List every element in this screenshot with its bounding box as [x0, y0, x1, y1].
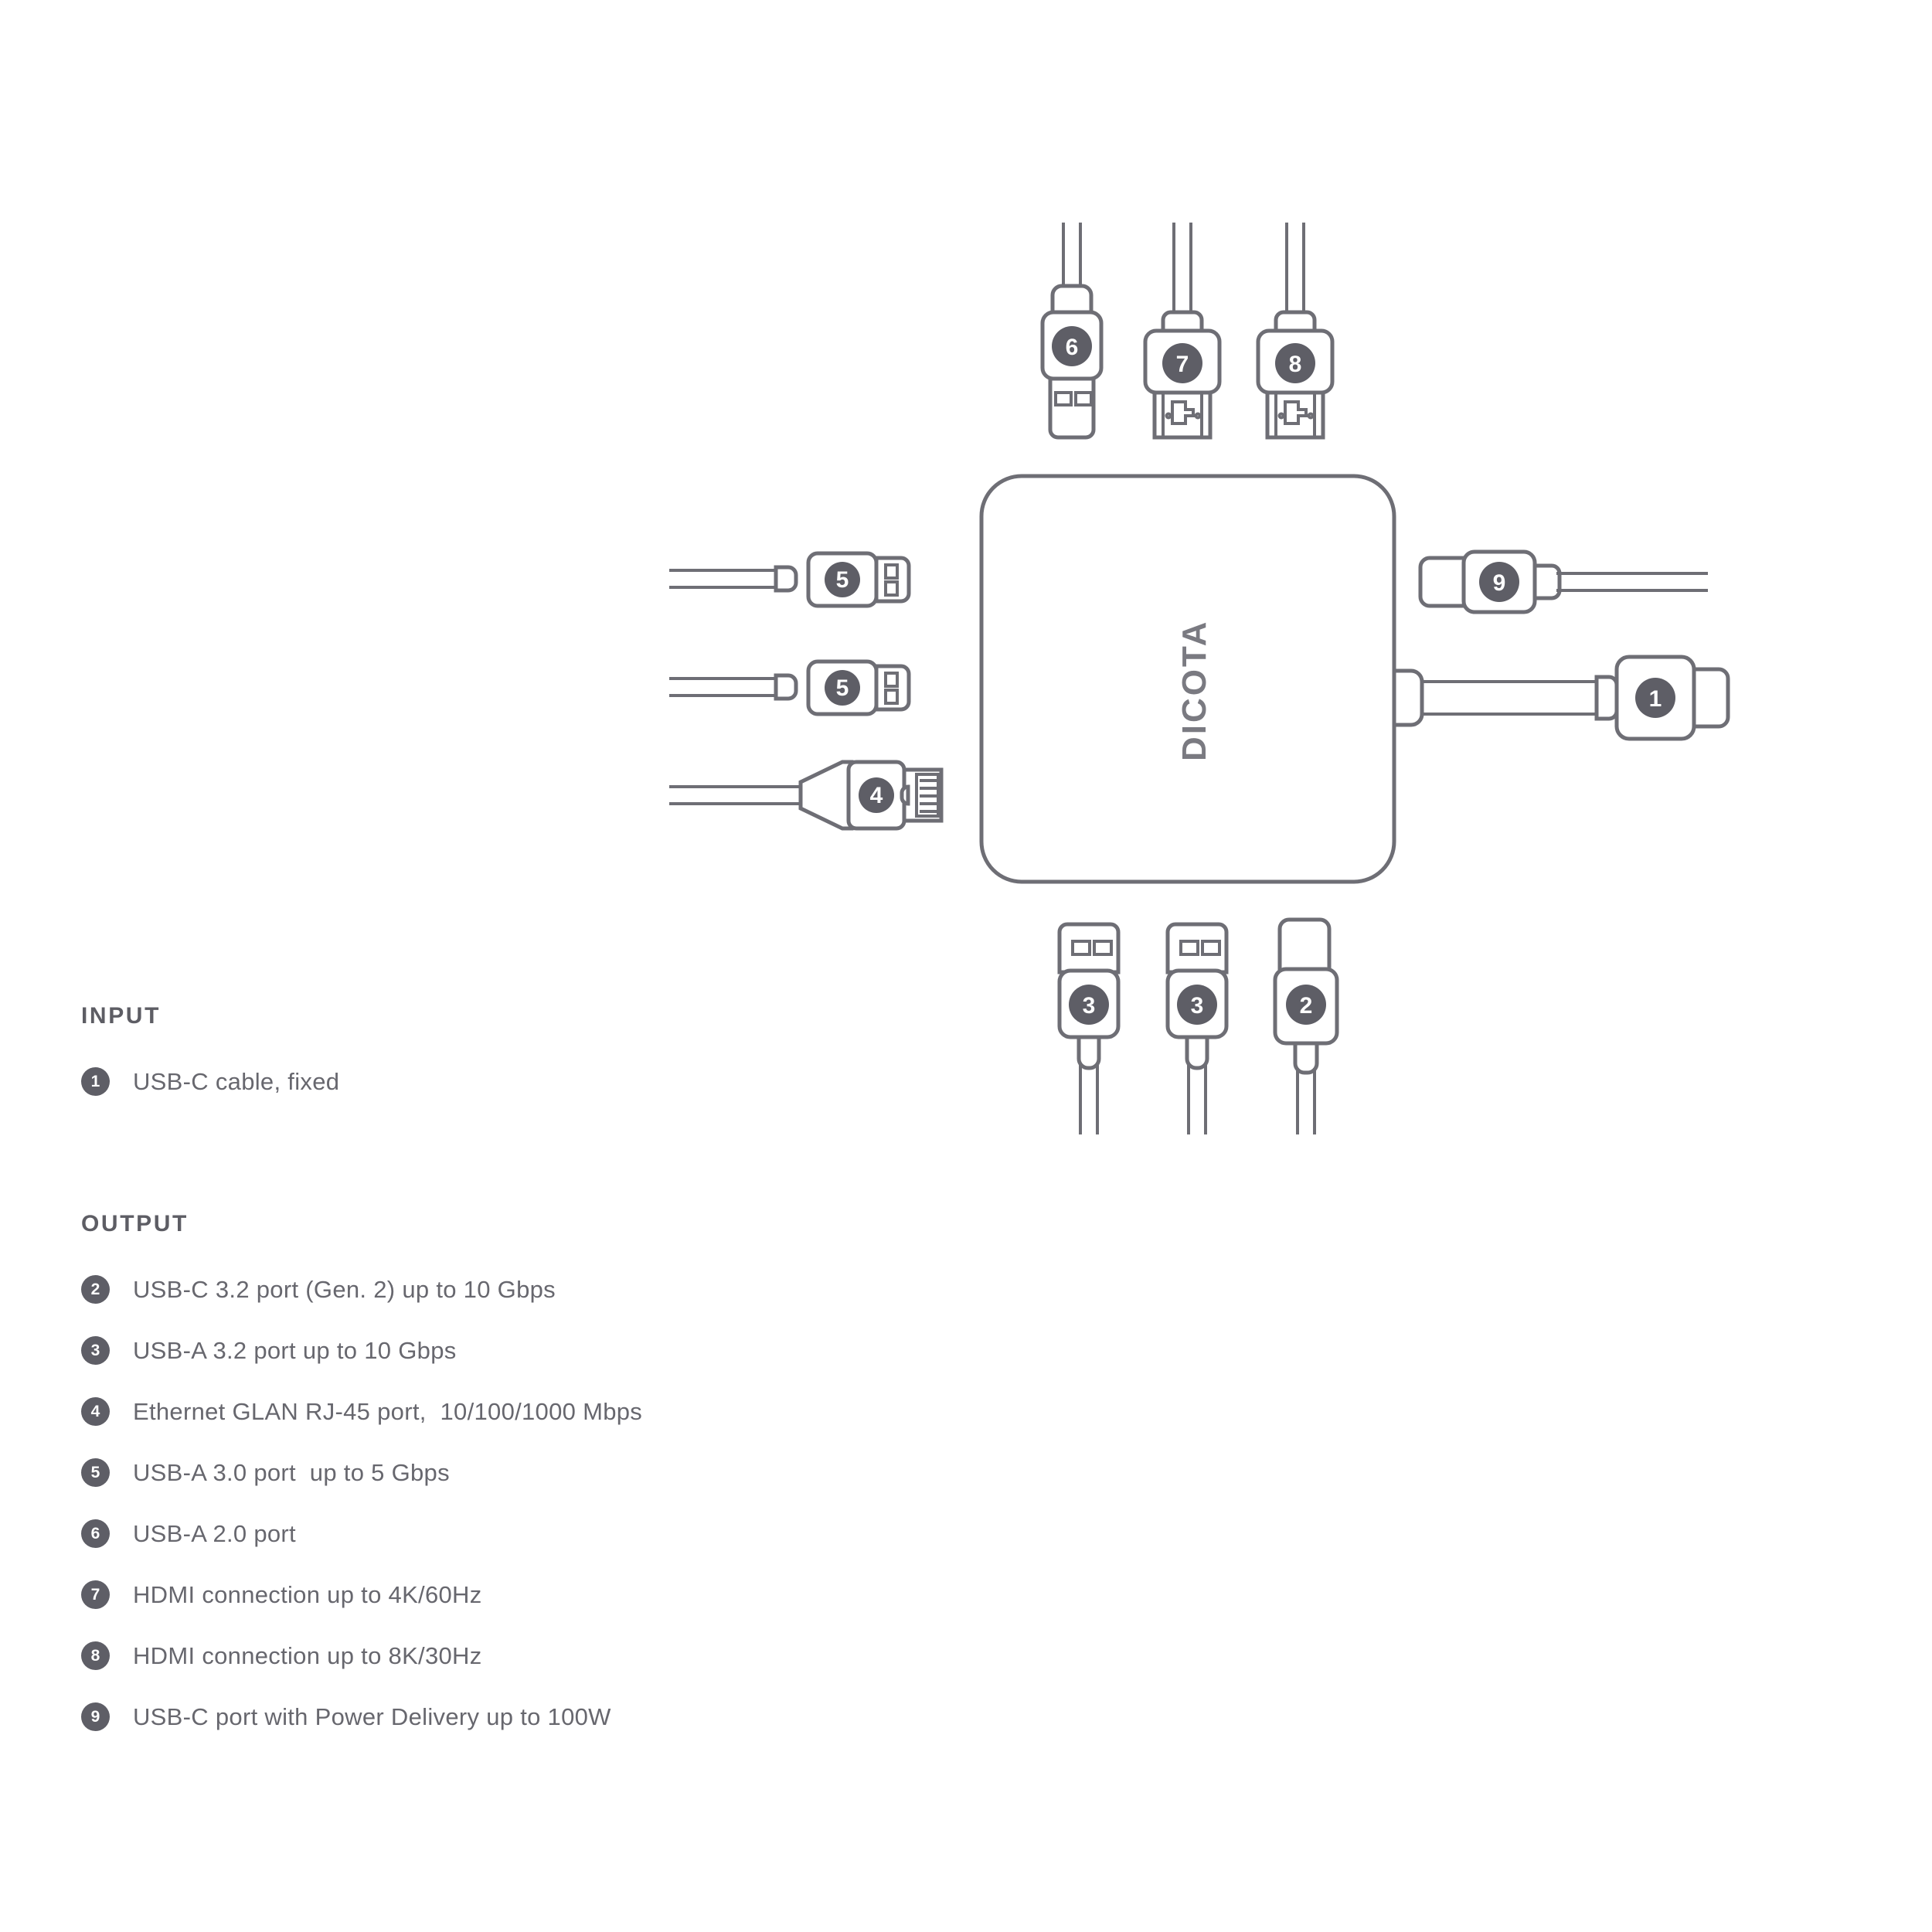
hdmi-keying	[1171, 400, 1195, 425]
legend-label: HDMI connection up to 4K/60Hz	[133, 1580, 482, 1608]
svg-text:2: 2	[1300, 993, 1313, 1019]
list-item: 8 HDMI connection up to 8K/30Hz	[81, 1625, 970, 1686]
legend-badge: 7	[81, 1580, 110, 1609]
svg-text:3: 3	[1083, 993, 1096, 1019]
connector-2-usb-c: 2	[1273, 917, 1339, 1134]
connector-9-usb-c: 9	[1418, 549, 1708, 614]
strain-relief	[1185, 1035, 1209, 1070]
legend-badge: 6	[81, 1519, 110, 1548]
brand-logo: DICOTA	[1175, 620, 1213, 761]
hdmi-tip	[1265, 390, 1325, 440]
hdmi-keying	[1284, 400, 1308, 425]
strain-relief	[774, 565, 798, 593]
usb-c-tip	[1692, 667, 1730, 729]
svg-text:1: 1	[1649, 686, 1662, 712]
legend-badge: 2	[81, 1275, 110, 1304]
strain-relief	[1077, 1035, 1101, 1070]
list-item: 5 USB-A 3.0 port up to 5 Gbps	[81, 1442, 970, 1503]
legend-badge: 4	[81, 1397, 110, 1426]
legend-label: USB-A 2.0 port	[133, 1519, 296, 1547]
dock-body: DICOTA	[979, 474, 1424, 884]
svg-text:3: 3	[1191, 993, 1204, 1019]
list-item: 6 USB-A 2.0 port	[81, 1503, 970, 1564]
usb-c-tip	[1277, 917, 1332, 973]
hdmi-tip	[1152, 390, 1213, 440]
svg-text:5: 5	[836, 567, 849, 593]
legend-badge: 5	[81, 1458, 110, 1487]
connector-3-usb-a-left: 3	[1057, 922, 1121, 1134]
legend-label: Ethernet GLAN RJ-45 port, 10/100/1000 Mb…	[133, 1397, 643, 1425]
list-item: 4 Ethernet GLAN RJ-45 port, 10/100/1000 …	[81, 1381, 970, 1442]
output-heading: OUTPUT	[81, 1211, 189, 1236]
svg-text:5: 5	[836, 675, 849, 701]
legend-group-output: OUTPUT 2 USB-C 3.2 port (Gen. 2) up to 1…	[81, 1213, 970, 1747]
legend-label: USB-C 3.2 port (Gen. 2) up to 10 Gbps	[133, 1275, 556, 1303]
svg-text:4: 4	[870, 783, 883, 808]
legend-label: USB-C cable, fixed	[133, 1067, 340, 1095]
input-list: 1 USB-C cable, fixed	[81, 1051, 970, 1112]
fixed-cable-port-nub	[1392, 668, 1424, 727]
svg-text:6: 6	[1066, 335, 1079, 360]
connector-8-hdmi: 8	[1256, 223, 1335, 440]
connector-3-usb-a-middle: 3	[1165, 922, 1229, 1134]
strain-relief	[1594, 675, 1619, 721]
input-heading: INPUT	[81, 1003, 161, 1029]
connector-7-hdmi: 7	[1143, 223, 1222, 440]
list-item: 2 USB-C 3.2 port (Gen. 2) up to 10 Gbps	[81, 1259, 970, 1320]
port-legend: INPUT 1 USB-C cable, fixed OUTPUT 2 USB-…	[81, 1005, 970, 1747]
legend-group-input: INPUT 1 USB-C cable, fixed	[81, 1005, 970, 1112]
legend-label: HDMI connection up to 8K/30Hz	[133, 1641, 482, 1669]
list-item: 3 USB-A 3.2 port up to 10 Gbps	[81, 1320, 970, 1381]
rj45-latch	[900, 784, 910, 806]
strain-relief-boot	[798, 760, 854, 831]
list-item: 1 USB-C cable, fixed	[81, 1051, 970, 1112]
connector-4-rj45: 4	[669, 760, 944, 831]
svg-text:9: 9	[1493, 570, 1506, 596]
strain-relief	[1293, 1041, 1319, 1075]
usb-c-tip	[1418, 556, 1468, 608]
legend-label: USB-C port with Power Delivery up to 100…	[133, 1702, 611, 1730]
legend-badge: 1	[81, 1067, 110, 1096]
connector-5-usb-a-upper: 5	[669, 551, 911, 608]
usb-a-tip	[1048, 376, 1096, 440]
list-item: 9 USB-C port with Power Delivery up to 1…	[81, 1686, 970, 1747]
output-list: 2 USB-C 3.2 port (Gen. 2) up to 10 Gbps …	[81, 1259, 970, 1747]
strain-relief	[774, 673, 798, 701]
legend-badge: 8	[81, 1641, 110, 1670]
svg-text:7: 7	[1176, 352, 1189, 377]
legend-label: USB-A 3.2 port up to 10 Gbps	[133, 1336, 457, 1364]
connector-1-usb-c-fixed: 1	[1422, 655, 1730, 741]
connector-6-usb-a: 6	[1040, 223, 1104, 440]
list-item: 7 HDMI connection up to 4K/60Hz	[81, 1564, 970, 1625]
legend-badge: 3	[81, 1336, 110, 1365]
strain-relief	[1532, 563, 1562, 600]
legend-badge: 9	[81, 1702, 110, 1731]
connector-5-usb-a-lower: 5	[669, 659, 911, 716]
legend-label: USB-A 3.0 port up to 5 Gbps	[133, 1458, 450, 1486]
svg-text:8: 8	[1289, 352, 1302, 377]
